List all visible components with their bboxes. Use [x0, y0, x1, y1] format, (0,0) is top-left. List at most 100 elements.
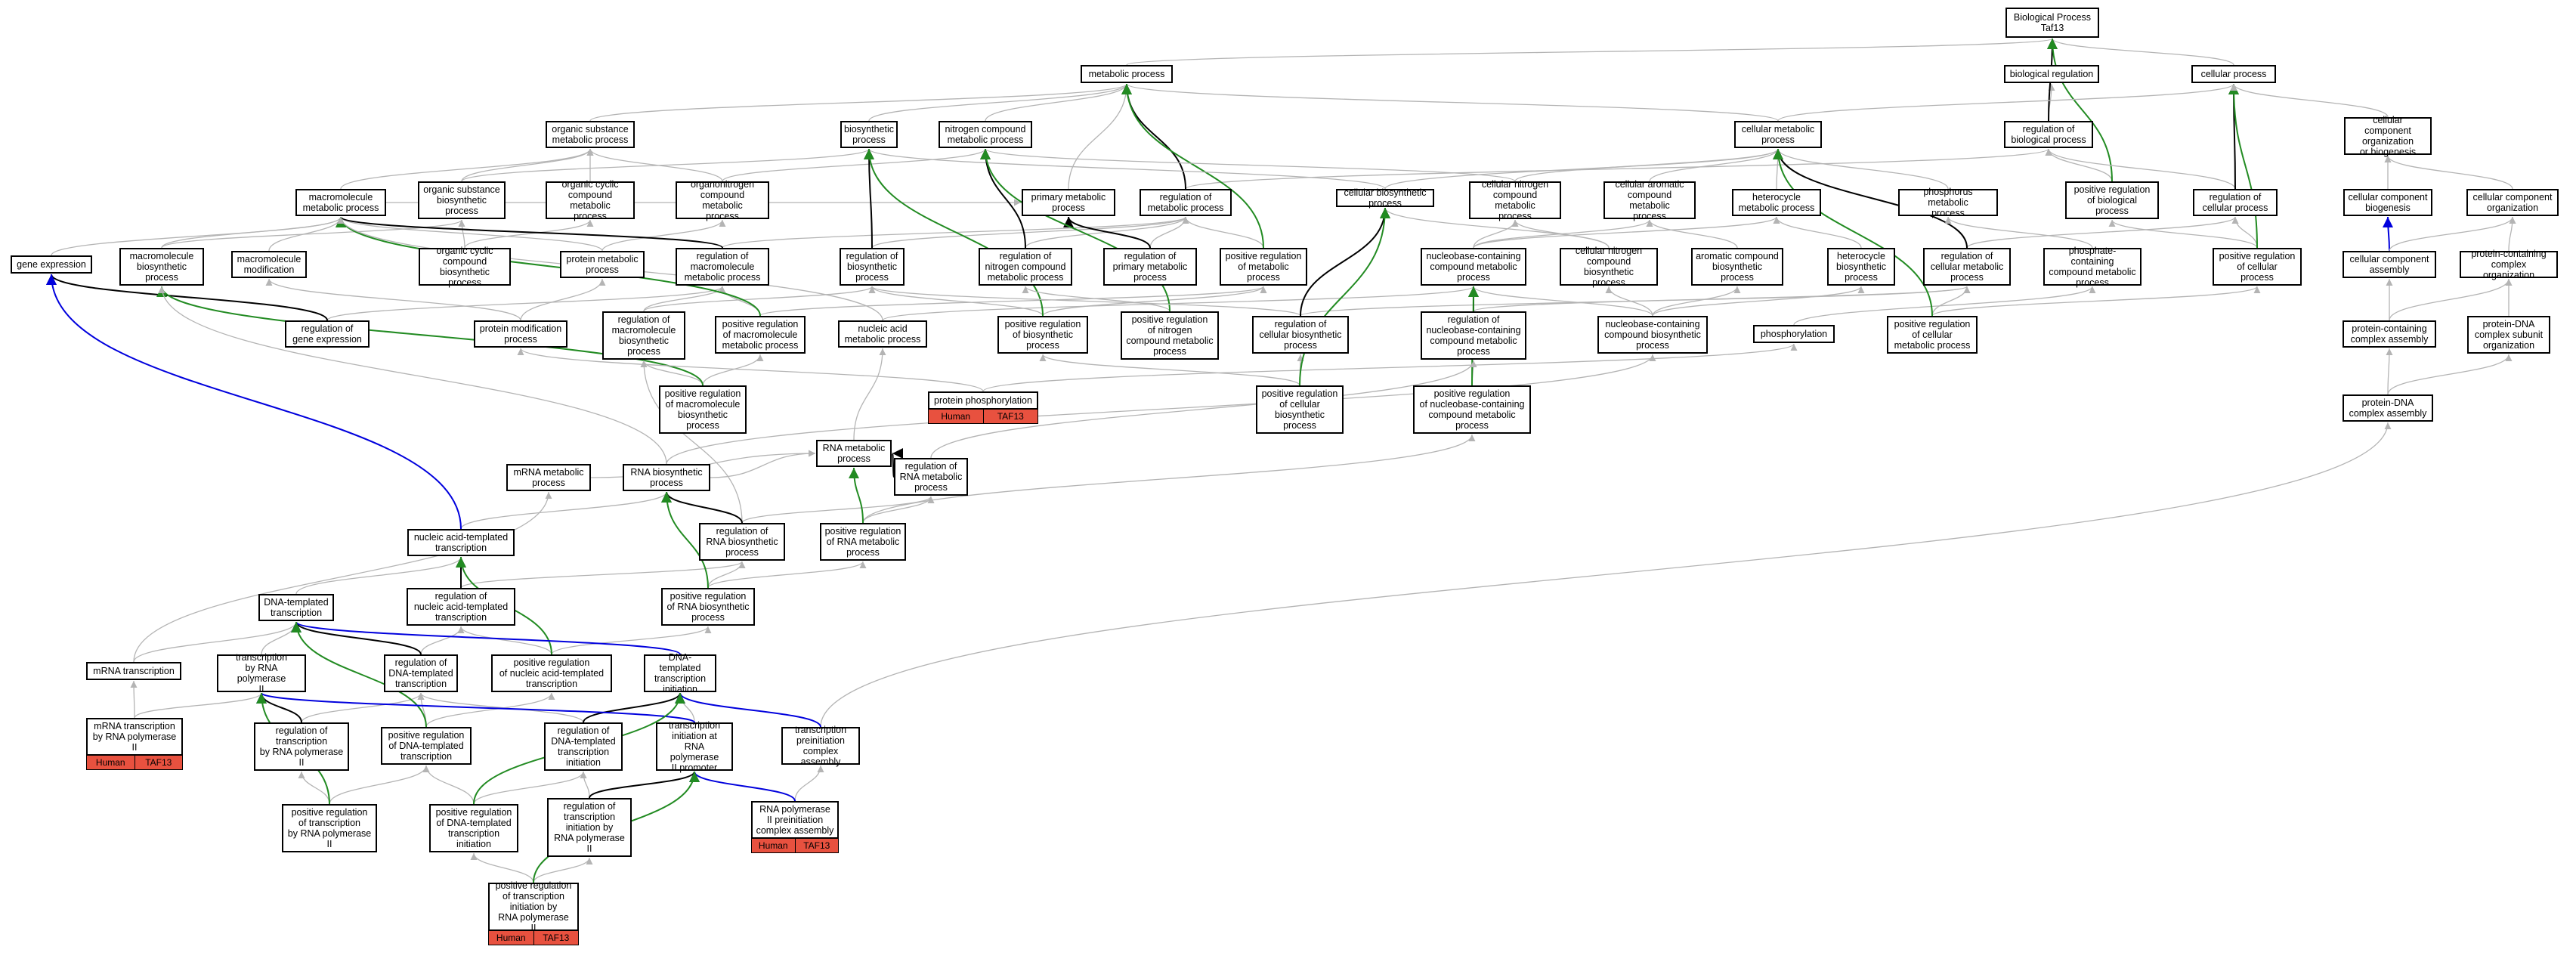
go-term-transcription-preinitiation-complex-assembly[interactable]: transcription preinitiation complex asse…: [781, 725, 860, 767]
go-term-positive-regulation-of-cellular-process[interactable]: positive regulation of cellular process: [2213, 248, 2302, 286]
go-term-regulation-of-cellular-biosynthetic-process[interactable]: regulation of cellular biosynthetic proc…: [1252, 316, 1349, 354]
go-term-positive-regulation-of-biosynthetic-process[interactable]: positive regulation of biosynthetic proc…: [997, 316, 1088, 354]
go-term-positive-regulation-of-rna-metabolic-process[interactable]: positive regulation of RNA metabolic pro…: [820, 523, 906, 561]
edge-is-a: [1473, 216, 1780, 249]
go-term-nucleic-acid-metabolic-process[interactable]: nucleic acid metabolic process: [838, 320, 927, 348]
go-term-nucleobase-containing-compound-metabolic-process[interactable]: nucleobase-containing compound metabolic…: [1421, 248, 1526, 286]
go-term-nitrogen-compound-metabolic-process[interactable]: nitrogen compound metabolic process: [939, 121, 1032, 148]
go-term-positive-regulation-of-macromolecule-biosynthetic-process[interactable]: positive regulation of macromolecule bio…: [659, 385, 747, 434]
go-term-phosphorus-metabolic-process[interactable]: phosphorus metabolic process: [1898, 187, 1998, 218]
go-term-organic-cyclic-compound-biosynthetic-process[interactable]: organic cyclic compound biosynthetic pro…: [419, 246, 511, 288]
go-term-macromolecule-modification[interactable]: macromolecule modification: [231, 251, 307, 278]
go-term-mrna-transcription-by-rna-polymerase-ii[interactable]: mRNA transcription by RNA polymerase II: [86, 718, 183, 756]
go-term-mrna-metabolic-process[interactable]: mRNA metabolic process: [506, 464, 591, 491]
go-term-regulation-of-gene-expression[interactable]: regulation of gene expression: [285, 320, 370, 348]
go-term-phosphorylation[interactable]: phosphorylation: [1753, 325, 1835, 343]
go-term-organic-substance-biosynthetic-process[interactable]: organic substance biosynthetic process: [418, 181, 506, 219]
go-term-protein-dna-complex-subunit-organization[interactable]: protein-DNA complex subunit organization: [2467, 316, 2550, 354]
go-term-ccob[interactable]: cellular component organization or bioge…: [2344, 115, 2432, 157]
go-term-label: positive regulation of nitrogen compound…: [1126, 314, 1214, 357]
go-term-positive-regulation-of-nucleic-acid-templated-transcription[interactable]: positive regulation of nucleic acid-temp…: [491, 654, 612, 692]
go-term-gene-expression[interactable]: gene expression: [11, 255, 92, 274]
edge-is-a: [2508, 216, 2516, 252]
edge-positively-regulates: [291, 621, 427, 728]
go-term-regulation-of-nucleic-acid-templated-transcription[interactable]: regulation of nucleic acid-templated tra…: [407, 588, 515, 626]
go-term-metabolic-process[interactable]: metabolic process: [1081, 65, 1173, 83]
go-term-regulation-of-metabolic-process[interactable]: regulation of metabolic process: [1140, 189, 1232, 216]
go-term-positive-regulation-of-rna-biosynthetic-process[interactable]: positive regulation of RNA biosynthetic …: [661, 588, 755, 626]
edge-is-a: [460, 561, 746, 589]
go-term-protein-metabolic-process[interactable]: protein metabolic process: [560, 251, 645, 278]
go-term-cellular-component-organization[interactable]: cellular component organization: [2466, 189, 2559, 216]
go-term-dna-templated-transcription[interactable]: DNA-templated transcription: [258, 594, 334, 621]
go-term-regulation-of-transcription-initiation-by-rna-polymerase-ii[interactable]: regulation of transcription initiation b…: [547, 798, 632, 857]
go-term-cellular-aromatic-compound-metabolic-process[interactable]: cellular aromatic compound metabolic pro…: [1603, 179, 1696, 221]
go-term-aromatic-compound-biosynthetic-process[interactable]: aromatic compound biosynthetic process: [1691, 248, 1783, 286]
go-term-positive-regulation-of-transcription-initiation-by-rna-polymerase-ii[interactable]: positive regulation of transcription ini…: [488, 880, 579, 933]
go-term-positive-regulation-of-transcription-by-rna-polymerase-ii[interactable]: positive regulation of transcription by …: [282, 804, 377, 852]
go-term-bp[interactable]: Biological Process Taf13: [2005, 8, 2099, 38]
go-term-protein-containing-complex-organization[interactable]: protein-containing complex organization: [2460, 249, 2558, 280]
go-term-dna-templated-transcription-initiation[interactable]: DNA-templated transcription initiation: [644, 652, 716, 694]
go-term-biosynthetic-process[interactable]: biosynthetic process: [840, 121, 898, 148]
go-term-positive-regulation-of-metabolic-process[interactable]: positive regulation of metabolic process: [1220, 248, 1307, 286]
go-term-cellular-biosynthetic-process[interactable]: cellular biosynthetic process: [1336, 187, 1434, 209]
edge-is-a: [1381, 207, 1610, 249]
go-term-transcription-by-rna-polymerase-ii[interactable]: transcription by RNA polymerase II: [217, 652, 306, 694]
go-term-regulation-of-cellular-metabolic-process[interactable]: regulation of cellular metabolic process: [1923, 248, 2011, 286]
go-term-positive-regulation-of-nitrogen-compound-metabolic-process[interactable]: positive regulation of nitrogen compound…: [1121, 311, 1219, 360]
go-term-positive-regulation-of-cellular-biosynthetic-process[interactable]: positive regulation of cellular biosynth…: [1256, 385, 1344, 434]
go-term-cellular-metabolic-process[interactable]: cellular metabolic process: [1734, 121, 1822, 148]
go-term-regulation-of-nucleobase-containing-compound-metabolic-process[interactable]: regulation of nucleobase-containing comp…: [1421, 311, 1526, 360]
go-term-biological-regulation[interactable]: biological regulation: [2004, 65, 2099, 83]
go-term-nucleobase-containing-compound-biosynthetic-process[interactable]: nucleobase-containing compound biosynthe…: [1597, 316, 1708, 354]
go-term-rna-biosynthetic-process[interactable]: RNA biosynthetic process: [623, 464, 710, 491]
go-term-regulation-of-macromolecule-metabolic-process[interactable]: regulation of macromolecule metabolic pr…: [676, 248, 769, 286]
go-term-cellular-process[interactable]: cellular process: [2191, 65, 2276, 83]
go-term-cellular-component-assembly[interactable]: cellular component assembly: [2343, 251, 2436, 278]
go-term-regulation-of-rna-biosynthetic-process[interactable]: regulation of RNA biosynthetic process: [699, 523, 785, 561]
go-term-transcription-initiation-at-rna-polymerase-ii-promoter[interactable]: transcription initiation at RNA polymera…: [656, 720, 733, 773]
go-term-organonitrogen-compound-metabolic-process[interactable]: organonitrogen compound metabolic proces…: [676, 179, 769, 221]
go-term-regulation-of-dna-templated-transcription-initiation[interactable]: regulation of DNA-templated transcriptio…: [544, 722, 623, 771]
go-term-phosphate-containing-compound-metabolic-process[interactable]: phosphate-containing compound metabolic …: [2043, 246, 2142, 288]
go-term-organic-cyclic-compound-metabolic-process[interactable]: organic cyclic compound metabolic proces…: [546, 179, 635, 221]
go-term-rna-metabolic-process[interactable]: RNA metabolic process: [816, 440, 892, 467]
go-term-regulation-of-biological-process[interactable]: regulation of biological process: [2004, 121, 2093, 148]
go-term-regulation-of-dna-templated-transcription[interactable]: regulation of DNA-templated transcriptio…: [384, 654, 458, 692]
go-term-positive-regulation-of-biological-process[interactable]: positive regulation of biological proces…: [2065, 181, 2159, 219]
go-term-macromolecule-metabolic-process[interactable]: macromolecule metabolic process: [295, 189, 386, 216]
go-term-macromolecule-biosynthetic-process[interactable]: macromolecule biosynthetic process: [119, 248, 204, 286]
edge-regulates: [1300, 207, 1390, 317]
go-term-protein-phosphorylation[interactable]: protein phosphorylation: [928, 391, 1038, 410]
go-term-regulation-of-macromolecule-biosynthetic-process[interactable]: regulation of macromolecule biosynthetic…: [602, 311, 685, 360]
go-term-positive-regulation-of-cellular-metabolic-process[interactable]: positive regulation of cellular metaboli…: [1887, 316, 1978, 354]
go-term-positive-regulation-of-macromolecule-metabolic-process[interactable]: positive regulation of macromolecule met…: [715, 316, 806, 354]
go-term-cellular-component-biogenesis[interactable]: cellular component biogenesis: [2343, 189, 2432, 216]
go-term-positive-regulation-of-dna-templated-transcription-initiation[interactable]: positive regulation of DNA-templated tra…: [429, 804, 518, 852]
go-term-mrna-transcription[interactable]: mRNA transcription: [86, 662, 181, 680]
go-term-label: biological regulation: [2009, 69, 2094, 79]
go-term-regulation-of-nitrogen-compound-metabolic-process[interactable]: regulation of nitrogen compound metaboli…: [979, 248, 1072, 286]
go-term-organic-substance-metabolic-process[interactable]: organic substance metabolic process: [546, 121, 635, 148]
edge-is-a: [425, 692, 555, 728]
go-term-rna-polymerase-ii-preinitiation-complex-assembly[interactable]: RNA polymerase II preinitiation complex …: [751, 801, 839, 839]
go-term-regulation-of-transcription-by-rna-polymerase-ii[interactable]: regulation of transcription by RNA polym…: [254, 722, 349, 771]
go-term-positive-regulation-of-nucleobase-containing-compound-metabolic-process[interactable]: positive regulation of nucleobase-contai…: [1413, 385, 1531, 434]
go-term-heterocycle-biosynthetic-process[interactable]: heterocycle biosynthetic process: [1827, 248, 1895, 286]
go-term-heterocycle-metabolic-process[interactable]: heterocycle metabolic process: [1732, 189, 1821, 216]
go-term-primary-metabolic-process[interactable]: primary metabolic process: [1022, 189, 1115, 216]
go-term-protein-containing-complex-assembly[interactable]: protein-containing complex assembly: [2343, 320, 2436, 348]
go-term-regulation-of-biosynthetic-process[interactable]: regulation of biosynthetic process: [840, 248, 905, 286]
go-term-regulation-of-rna-metabolic-process[interactable]: regulation of RNA metabolic process: [894, 458, 968, 496]
go-term-protein-dna-complex-assembly[interactable]: protein-DNA complex assembly: [2343, 394, 2433, 422]
go-term-cellular-nitrogen-compound-metabolic-process[interactable]: cellular nitrogen compound metabolic pro…: [1469, 179, 1561, 221]
go-term-regulation-of-primary-metabolic-process[interactable]: regulation of primary metabolic process: [1103, 248, 1197, 286]
go-term-protein-modification-process[interactable]: protein modification process: [474, 320, 567, 348]
go-term-positive-regulation-of-dna-templated-transcription[interactable]: positive regulation of DNA-templated tra…: [381, 727, 472, 765]
go-term-regulation-of-cellular-process[interactable]: regulation of cellular process: [2193, 189, 2278, 216]
go-term-cellular-nitrogen-compound-biosynthetic-process[interactable]: cellular nitrogen compound biosynthetic …: [1560, 246, 1658, 288]
go-term-nucleic-acid-templated-transcription[interactable]: nucleic acid-templated transcription: [407, 529, 515, 556]
